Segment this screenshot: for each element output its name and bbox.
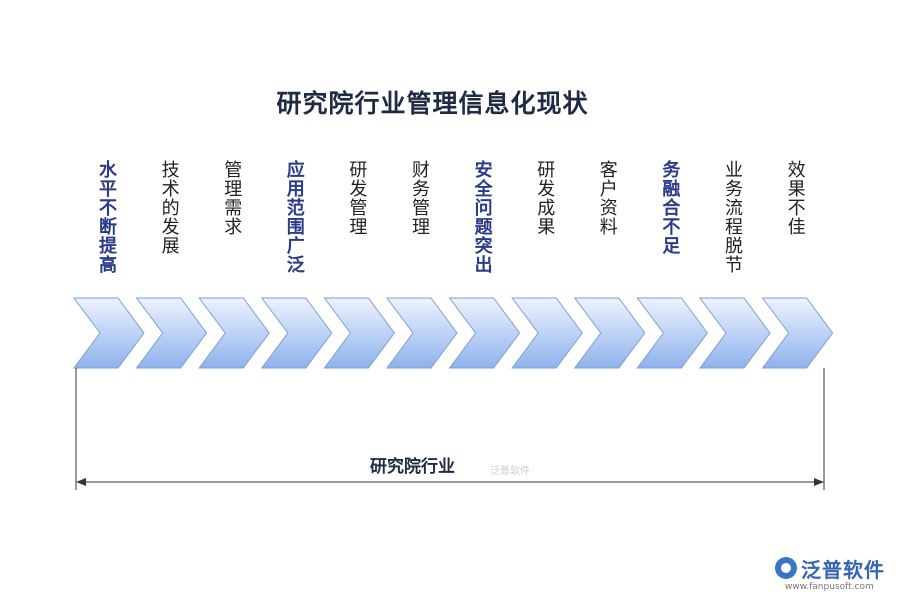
logo-url: www.fanpusoft.com bbox=[785, 582, 874, 592]
stage-label-7: 安全问题突出 bbox=[471, 160, 493, 274]
stage-label-8: 研发成果 bbox=[534, 160, 556, 236]
watermark-text: 泛普软件 bbox=[490, 466, 530, 477]
chevron-12 bbox=[761, 297, 834, 369]
brand-logo: 泛普软件 bbox=[775, 553, 885, 583]
chevron-6 bbox=[386, 297, 458, 369]
stage-label-9: 客户资料 bbox=[596, 160, 618, 236]
chevron-7 bbox=[448, 297, 521, 369]
span-arrow-left-head bbox=[76, 478, 86, 486]
stage-label-11: 业务流程脱节 bbox=[722, 160, 743, 274]
span-label: 研究院行业 bbox=[370, 457, 455, 477]
stage-label-10: 务融合不足 bbox=[659, 160, 681, 255]
chevron-2 bbox=[135, 297, 208, 369]
stage-label-12: 效果不佳 bbox=[784, 160, 806, 236]
stage-label-4: 应用范围广泛 bbox=[283, 160, 305, 274]
chevron-1 bbox=[73, 297, 145, 369]
chevron-4 bbox=[260, 297, 333, 369]
logo-name: 泛普软件 bbox=[801, 557, 885, 582]
span-arrow-right-head bbox=[814, 478, 824, 486]
chevron-3 bbox=[198, 297, 270, 369]
diagram-title: 研究院行业管理信息化现状 bbox=[276, 89, 589, 118]
chevron-5 bbox=[323, 297, 396, 369]
chevron-8 bbox=[511, 297, 583, 369]
stage-label-6: 财务管理 bbox=[409, 160, 430, 236]
stage-label-2: 技术的发展 bbox=[158, 160, 180, 255]
stage-label-1: 水平不断提高 bbox=[96, 160, 117, 274]
chevron-10 bbox=[636, 297, 709, 369]
chevron-9 bbox=[573, 297, 646, 369]
logo-icon bbox=[775, 557, 797, 579]
stage-label-5: 研发管理 bbox=[346, 160, 368, 236]
chevron-group bbox=[73, 297, 834, 369]
chevron-11 bbox=[699, 297, 771, 369]
stage-label-3: 管理需求 bbox=[221, 160, 243, 236]
